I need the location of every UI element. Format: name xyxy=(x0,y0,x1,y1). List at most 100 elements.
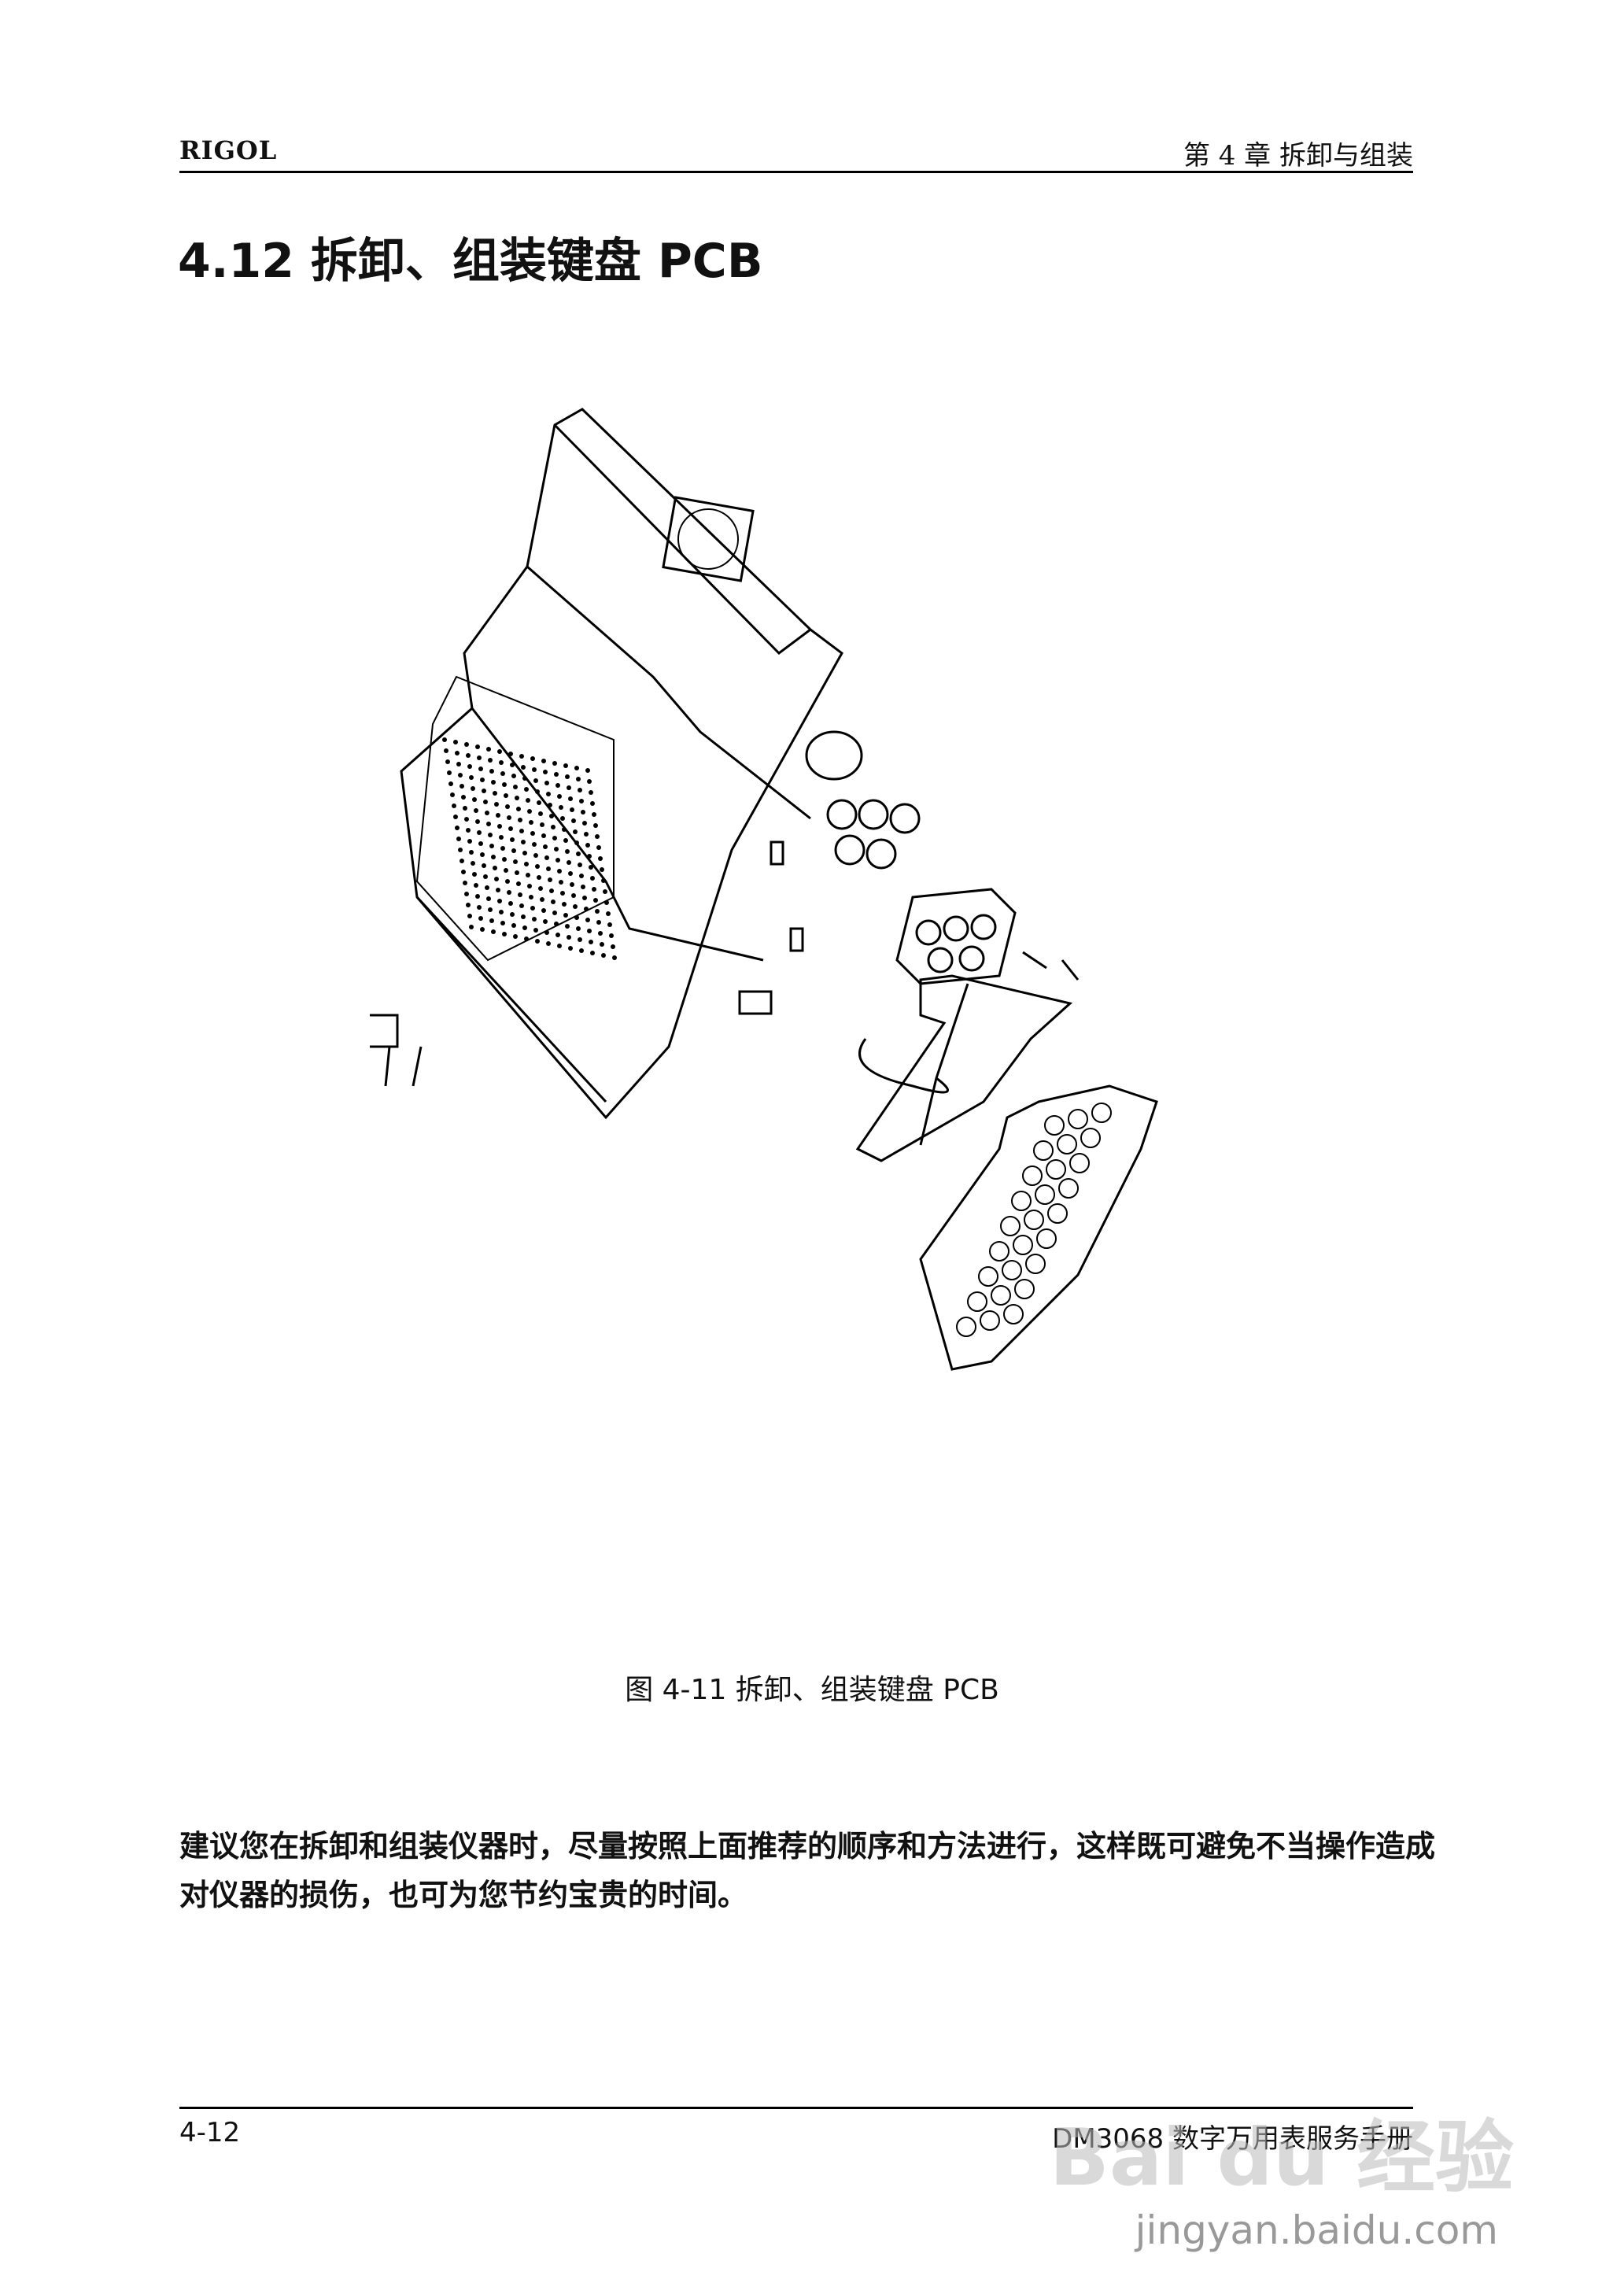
perforation-dot xyxy=(483,874,488,879)
perforation-dot xyxy=(471,861,475,866)
screws-drawing xyxy=(352,1014,423,1087)
perforation-dot xyxy=(464,892,469,896)
perforation-dot xyxy=(467,914,472,918)
perforation-dot xyxy=(519,829,524,833)
perforation-dot xyxy=(593,823,598,828)
perforation-dot xyxy=(494,877,499,881)
perforation-dot xyxy=(555,858,560,863)
perforation-dot xyxy=(535,789,540,794)
perforation-dot xyxy=(508,752,513,756)
perforation-dot xyxy=(499,910,504,914)
perforation-dot xyxy=(612,955,617,960)
watermark-url: jingyan.baidu.com xyxy=(1135,2207,1498,2253)
perforation-dot xyxy=(589,865,593,870)
perforation-dot xyxy=(486,747,491,752)
perforation-dot xyxy=(491,929,496,934)
keypad-key xyxy=(956,1317,976,1337)
perforation-dot xyxy=(576,926,581,931)
perforation-dot xyxy=(494,802,499,807)
perforation-dot xyxy=(482,863,486,868)
perforation-dot xyxy=(546,792,551,796)
perforation-dot xyxy=(472,797,477,802)
perforation-dot xyxy=(568,796,573,801)
keypad-key xyxy=(1058,1178,1079,1199)
perforation-dot xyxy=(568,871,573,876)
perforation-dot xyxy=(482,789,486,793)
perforation-dot xyxy=(526,873,530,877)
perforation-dot xyxy=(535,939,540,944)
keypad-key xyxy=(1047,1203,1068,1224)
perforation-dot xyxy=(488,907,493,912)
perforation-dot xyxy=(521,765,526,770)
perforation-dot xyxy=(582,896,587,900)
perforation-dot xyxy=(511,848,516,853)
perforation-dot xyxy=(541,759,546,763)
perforation-dot xyxy=(535,864,540,869)
perforation-dot xyxy=(489,844,494,848)
perforation-dot xyxy=(469,925,474,929)
perforation-dot xyxy=(581,885,585,889)
keypad-key xyxy=(1044,1115,1065,1136)
perforation-dot xyxy=(455,826,460,830)
perforation-dot xyxy=(585,918,590,922)
perforation-dot xyxy=(552,761,557,766)
perforation-dot xyxy=(587,854,592,859)
perforation-dot xyxy=(521,914,526,919)
perforation-dot xyxy=(460,859,464,863)
perforation-dot xyxy=(474,808,478,813)
perforation-dot xyxy=(576,851,581,856)
perforation-dot xyxy=(540,822,544,827)
perforation-dot xyxy=(442,737,447,742)
perforation-dot xyxy=(549,888,554,893)
perforation-dot xyxy=(504,868,508,873)
perforation-dot xyxy=(600,867,604,872)
perforation-dot xyxy=(458,773,463,778)
perforation-dot xyxy=(485,885,489,890)
figure-caption: 图 4-11 拆卸、组装键盘 PCB xyxy=(625,1674,999,1706)
perforation-dot xyxy=(579,799,584,803)
perforation-dot xyxy=(485,811,489,815)
header-chapter: 第 4 章 拆卸与组装 xyxy=(1183,140,1413,172)
perforation-dot xyxy=(548,877,552,882)
perforation-dot xyxy=(445,759,450,764)
perforation-dot xyxy=(606,911,611,916)
footer-manual-title: DM3068 数字万用表服务手册 xyxy=(1052,2123,1413,2155)
perforation-dot xyxy=(518,818,522,822)
perforation-dot xyxy=(474,883,478,888)
perforation-dot xyxy=(585,843,590,848)
perforation-dot xyxy=(530,756,535,761)
perforation-dot xyxy=(456,837,461,841)
perforation-dot xyxy=(530,906,535,911)
perforation-dot xyxy=(607,922,612,927)
watermark-logo: Bai du 经验 xyxy=(1049,2111,1514,2203)
perforation-dot xyxy=(518,892,522,897)
perforation-dot xyxy=(563,913,568,918)
perforation-dot xyxy=(515,870,519,875)
perforation-dot xyxy=(576,777,581,781)
perforation-dot xyxy=(472,872,477,877)
perforation-dot xyxy=(560,891,565,896)
perforation-dot xyxy=(587,779,592,784)
keypad-key xyxy=(989,1241,1009,1262)
perforation-dot xyxy=(571,893,576,898)
perforation-dot xyxy=(480,778,485,782)
perforation-dot xyxy=(508,826,513,831)
perforation-dot xyxy=(500,771,505,776)
keypad-key xyxy=(1013,1235,1033,1255)
perforation-dot xyxy=(549,814,554,818)
keypad-key xyxy=(1002,1260,1022,1280)
perforation-dot xyxy=(532,842,537,847)
perforation-dot xyxy=(521,840,526,844)
perforation-dot xyxy=(467,839,472,844)
perforation-dot xyxy=(515,796,519,800)
perforation-dot xyxy=(526,798,530,803)
chassis-drawing xyxy=(400,408,921,1120)
perforation-dot xyxy=(529,820,533,825)
perforation-dot xyxy=(592,812,596,817)
perforation-dot xyxy=(574,915,579,920)
perforation-dot xyxy=(604,900,609,905)
perforation-dot xyxy=(565,774,570,779)
perforation-dot xyxy=(593,898,598,903)
keypad-key xyxy=(1025,1254,1046,1274)
perforation-dot xyxy=(600,942,604,947)
